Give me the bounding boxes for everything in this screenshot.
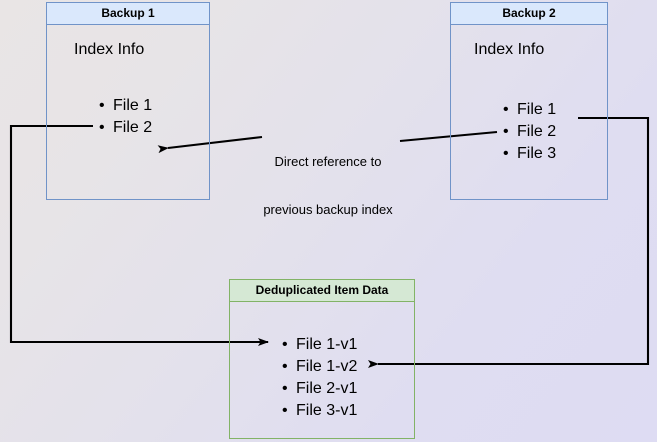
list-item: File 3-v1 bbox=[282, 400, 357, 422]
node-deduplicated-header: Deduplicated Item Data bbox=[230, 280, 414, 302]
node-backup-2-header: Backup 2 bbox=[451, 3, 607, 25]
node-backup-2-item-list: File 1 File 2 File 3 bbox=[499, 99, 556, 165]
list-item: File 2 bbox=[503, 121, 556, 143]
list-item: File 1-v2 bbox=[282, 356, 357, 378]
edge-backup1-file1-to-dedup-file1v1 bbox=[9, 124, 269, 346]
node-backup-1[interactable]: Backup 1 Index Info File 1 File 2 bbox=[46, 2, 210, 200]
node-backup-2[interactable]: Backup 2 Index Info File 1 File 2 File 3 bbox=[450, 2, 608, 200]
edge-label-line-1: Direct reference to bbox=[274, 154, 382, 169]
node-backup-1-item-list: File 1 File 2 bbox=[95, 95, 152, 139]
node-backup-1-index-info-label: Index Info bbox=[74, 41, 145, 58]
node-backup-1-header: Backup 1 bbox=[47, 3, 209, 25]
list-item: File 2-v1 bbox=[282, 378, 357, 400]
node-deduplicated-item-data[interactable]: Deduplicated Item Data File 1-v1 File 1-… bbox=[229, 279, 415, 439]
node-deduplicated-item-list: File 1-v1 File 1-v2 File 2-v1 File 3-v1 bbox=[278, 334, 357, 422]
node-backup-2-index-info-label: Index Info bbox=[474, 41, 545, 58]
list-item: File 1-v1 bbox=[282, 334, 357, 356]
edge-backup2-file1-to-dedup-file1v2 bbox=[368, 116, 650, 368]
list-item: File 3 bbox=[503, 143, 556, 165]
edge-label-direct-reference: Direct reference to previous backup inde… bbox=[258, 122, 398, 250]
list-item: File 1 bbox=[503, 99, 556, 121]
edge-label-line-2: previous backup index bbox=[263, 202, 393, 217]
list-item: File 2 bbox=[99, 117, 152, 139]
edge-backup2-to-backup1 bbox=[157, 130, 498, 154]
list-item: File 1 bbox=[99, 95, 152, 117]
